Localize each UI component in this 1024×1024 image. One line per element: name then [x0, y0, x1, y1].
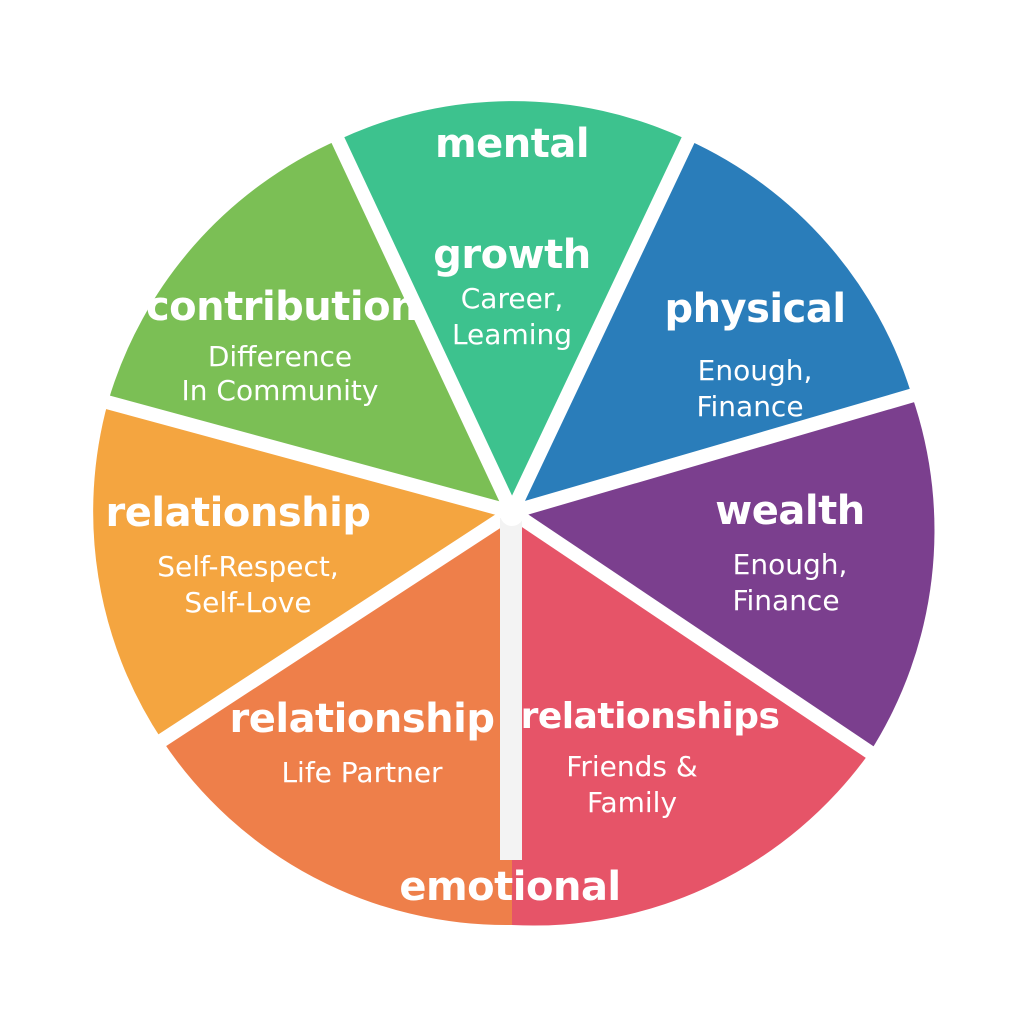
segment-relationship-partner [162, 512, 512, 926]
segment-title-relationship-self: relationship [106, 490, 371, 536]
segment-sub-physical-1: Enough, [698, 354, 813, 387]
segment-title-contribution: contribution [146, 284, 418, 330]
segment-relationships [512, 512, 870, 926]
label-emotional: emotional [399, 864, 620, 910]
segment-sub-relationships-2: Family [587, 786, 677, 819]
segment-contribution [108, 140, 512, 512]
segment-sub-growth-2: Leaming [452, 318, 572, 351]
segment-sub-relationship-self-2: Self-Love [184, 586, 311, 619]
segment-sub-wealth-1: Enough, [733, 548, 848, 581]
hub [500, 502, 524, 526]
vertical-divider [500, 518, 522, 860]
segment-growth [338, 101, 688, 513]
segment-title-relationships: relationships [521, 696, 780, 737]
segment-sub-contribution-2: In Community [182, 374, 379, 407]
segment-title-growth: growth [433, 232, 590, 278]
label-mental: mental [435, 121, 589, 167]
segment-sub-growth-1: Career, [461, 282, 563, 315]
segment-sub-relationship-partner: Life Partner [281, 756, 443, 789]
segment-title-physical: physical [664, 286, 845, 332]
segment-title-relationship-partner: relationship [230, 696, 495, 742]
segment-title-wealth: wealth [715, 488, 864, 534]
segment-sub-wealth-2: Finance [732, 584, 839, 617]
segment-sub-relationships-1: Friends & [566, 750, 697, 783]
segment-sub-relationship-self-1: Self-Respect, [157, 550, 339, 583]
segment-sub-physical-2: Finance [696, 390, 803, 423]
segment-dividers [101, 133, 919, 761]
segment-sub-contribution-1: Difference [208, 340, 352, 373]
